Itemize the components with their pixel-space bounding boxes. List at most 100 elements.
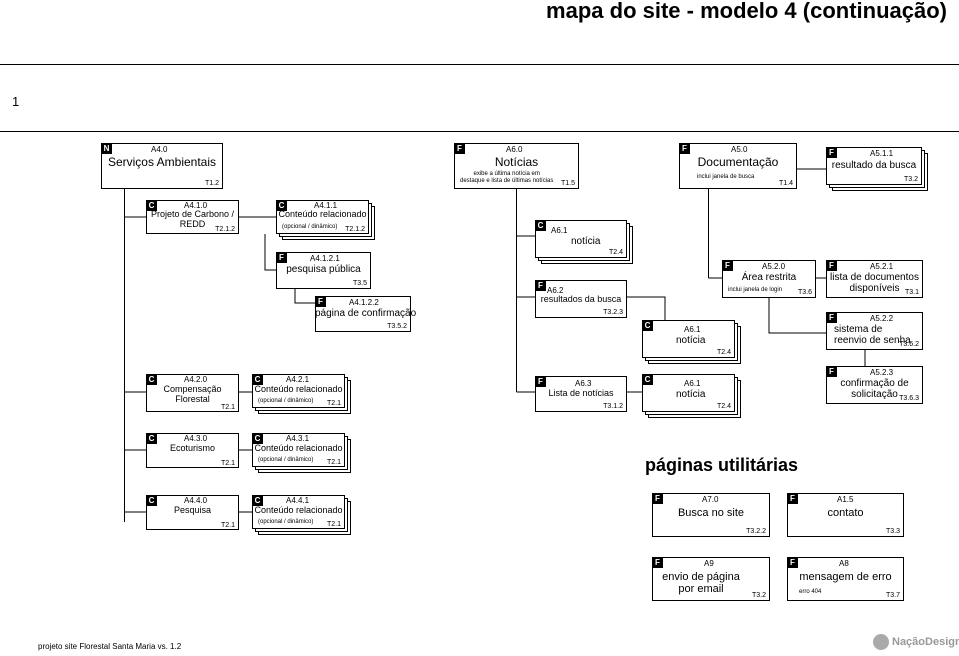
node-confirmacao-de-solicitacao[interactable]: F A5.2.3 confirmação de solicitação T3.6… (826, 366, 923, 404)
node-noticia-a61c[interactable]: C A6.1 notícia T2.4 (642, 374, 741, 418)
logo-icon (873, 634, 889, 650)
node-name: envio de página por email (662, 571, 740, 596)
node-reenvio-de-senha[interactable]: F A5.2.2 sistema de reenvio de senha T3.… (826, 312, 923, 350)
node-template: T2.4 (716, 349, 731, 356)
node-type-badge: C (146, 495, 157, 506)
node-code: A4.2.1 (286, 375, 310, 384)
node-contato[interactable]: F A1.5 contato T3.3 (787, 493, 904, 537)
node-note: (opcional / dinâmico) (258, 398, 314, 404)
node-code: A4.4.1 (286, 496, 310, 505)
node-type-badge: C (276, 200, 287, 211)
node-type-badge: F (535, 376, 546, 387)
node-type-badge: F (276, 252, 287, 263)
node-template: T3.5.2 (387, 323, 407, 330)
node-noticias[interactable]: F A6.0 Notícias exibe a última notícia e… (454, 143, 579, 189)
node-type-badge: F (826, 260, 837, 271)
node-ecoturismo[interactable]: C A4.3.0 Ecoturismo T2.1 (146, 433, 239, 468)
node-name: pesquisa pública (286, 264, 361, 275)
node-name: Conteúdo relacionado (278, 209, 367, 219)
node-noticia-a61[interactable]: C A6.1 notícia T2.4 (535, 220, 633, 264)
node-type-badge: F (826, 366, 837, 377)
node-template: T2.1.2 (345, 226, 365, 233)
node-code: A6.1 (684, 325, 701, 334)
node-template: T3.7 (885, 592, 900, 599)
node-type-badge: C (252, 374, 263, 385)
node-template: T3.2.2 (746, 528, 766, 535)
node-type-badge: N (101, 143, 112, 154)
node-note: (opcional / dinâmico) (258, 519, 314, 525)
node-template: T3.2.3 (603, 309, 623, 316)
node-conteudo-relacionado-a421[interactable]: C A4.2.1 Conteúdo relacionado (opcional … (252, 374, 351, 414)
node-name: resultados da busca (540, 294, 622, 304)
node-type-badge: C (146, 374, 157, 385)
node-note: exibe a última notícia em destaque e lis… (460, 171, 554, 184)
node-template: T1.4 (778, 180, 793, 187)
node-name: Projeto de Carbono / REDD (150, 209, 235, 229)
node-code: A4.1.2.2 (349, 298, 379, 307)
node-code: A6.0 (506, 145, 523, 154)
node-template: T3.1 (904, 289, 919, 296)
node-type-badge: C (535, 220, 546, 231)
node-resultado-da-busca[interactable]: F A5.1.1 resultado da busca T3.2 (826, 147, 928, 191)
node-type-badge: F (826, 147, 837, 158)
node-name: resultado da busca (831, 160, 917, 171)
node-area-restrita[interactable]: F A5.2.0 Área restrita inclui janela de … (722, 260, 816, 298)
band-divider (0, 131, 959, 132)
node-template: T1.5 (560, 180, 575, 187)
node-resultados-da-busca[interactable]: F A6.2 resultados da busca T3.2.3 (535, 280, 627, 318)
node-type-badge: C (642, 374, 653, 385)
node-name: Notícias (494, 155, 539, 169)
node-name: confirmação de solicitação (840, 378, 909, 400)
node-code: A8 (839, 559, 849, 568)
node-type-badge: C (146, 433, 157, 444)
node-name: notícia (571, 236, 601, 247)
node-busca-no-site[interactable]: F A7.0 Busca no site T3.2.2 (652, 493, 770, 537)
node-mensagem-de-erro[interactable]: F A8 mensagem de erro erro 404 T3.7 (787, 557, 904, 601)
node-type-badge: F (787, 493, 798, 504)
node-conteudo-relacionado-a431[interactable]: C A4.3.1 Conteúdo relacionado (opcional … (252, 433, 351, 473)
node-type-badge: F (787, 557, 798, 568)
utilities-title: páginas utilitárias (645, 455, 799, 475)
footer-text: projeto site Florestal Santa Maria vs. 1… (38, 642, 182, 651)
node-name: notícia (676, 335, 706, 346)
node-code: A4.3.0 (184, 434, 208, 443)
node-projeto-carbono[interactable]: C A4.1.0 Projeto de Carbono / REDD T2.1.… (146, 200, 239, 234)
node-type-badge: F (535, 280, 546, 291)
node-template: T3.3 (885, 528, 900, 535)
node-type-badge: F (722, 260, 733, 271)
node-name: notícia (676, 389, 706, 400)
node-noticia-a61b[interactable]: C A6.1 notícia T2.4 (642, 320, 741, 364)
node-name: contato (827, 507, 864, 519)
node-code: A4.4.0 (184, 496, 208, 505)
node-code: A6.1 (551, 226, 568, 235)
brand-logo: NaçãoDesign (873, 634, 959, 650)
node-type-badge: C (252, 495, 263, 506)
node-conteudo-relacionado-a441[interactable]: C A4.4.1 Conteúdo relacionado (opcional … (252, 495, 351, 535)
node-servicos-ambientais[interactable]: N A4.0 Serviços Ambientais T1.2 (101, 143, 223, 189)
node-template: T2.4 (608, 249, 623, 256)
node-name: Conteúdo relacionado (254, 505, 343, 515)
node-conteudo-relacionado-a411[interactable]: C A4.1.1 Conteúdo relacionado (opcional … (276, 200, 375, 240)
node-name: Pesquisa (173, 505, 212, 515)
node-type-badge: F (454, 143, 465, 154)
node-lista-de-documentos[interactable]: F A5.2.1 lista de documentos disponíveis… (826, 260, 923, 298)
node-lista-de-noticias[interactable]: F A6.3 Lista de notícias T3.1.2 (535, 376, 627, 412)
node-type-badge: C (146, 200, 157, 211)
node-code: A5.0 (731, 145, 748, 154)
node-documentacao[interactable]: F A5.0 Documentação inclui janela de bus… (679, 143, 797, 189)
node-template: T2.1.2 (215, 226, 235, 233)
node-template: T2.1 (220, 522, 235, 529)
node-template: T2.1 (326, 400, 341, 407)
node-pesquisa-publica[interactable]: F A4.1.2.1 pesquisa pública T3.5 (276, 252, 371, 289)
node-name: Serviços Ambientais (107, 155, 217, 169)
node-pagina-de-confirmacao[interactable]: F A4.1.2.2 página de confirmação T3.5.2 (315, 296, 416, 332)
node-code: A4.1.2.1 (310, 254, 340, 263)
node-pesquisa[interactable]: C A4.4.0 Pesquisa T2.1 (146, 495, 239, 530)
node-envio-de-pagina[interactable]: F A9 envio de página por email T3.2 (652, 557, 770, 601)
node-compensacao-florestal[interactable]: C A4.2.0 Compensação Florestal T2.1 (146, 374, 239, 412)
node-note: (opcional / dinâmico) (282, 224, 338, 230)
node-name: Conteúdo relacionado (254, 443, 343, 453)
node-name: Ecoturismo (169, 443, 215, 453)
node-code: A7.0 (702, 495, 719, 504)
page-title: mapa do site - modelo 4 (continuação) (546, 0, 947, 23)
